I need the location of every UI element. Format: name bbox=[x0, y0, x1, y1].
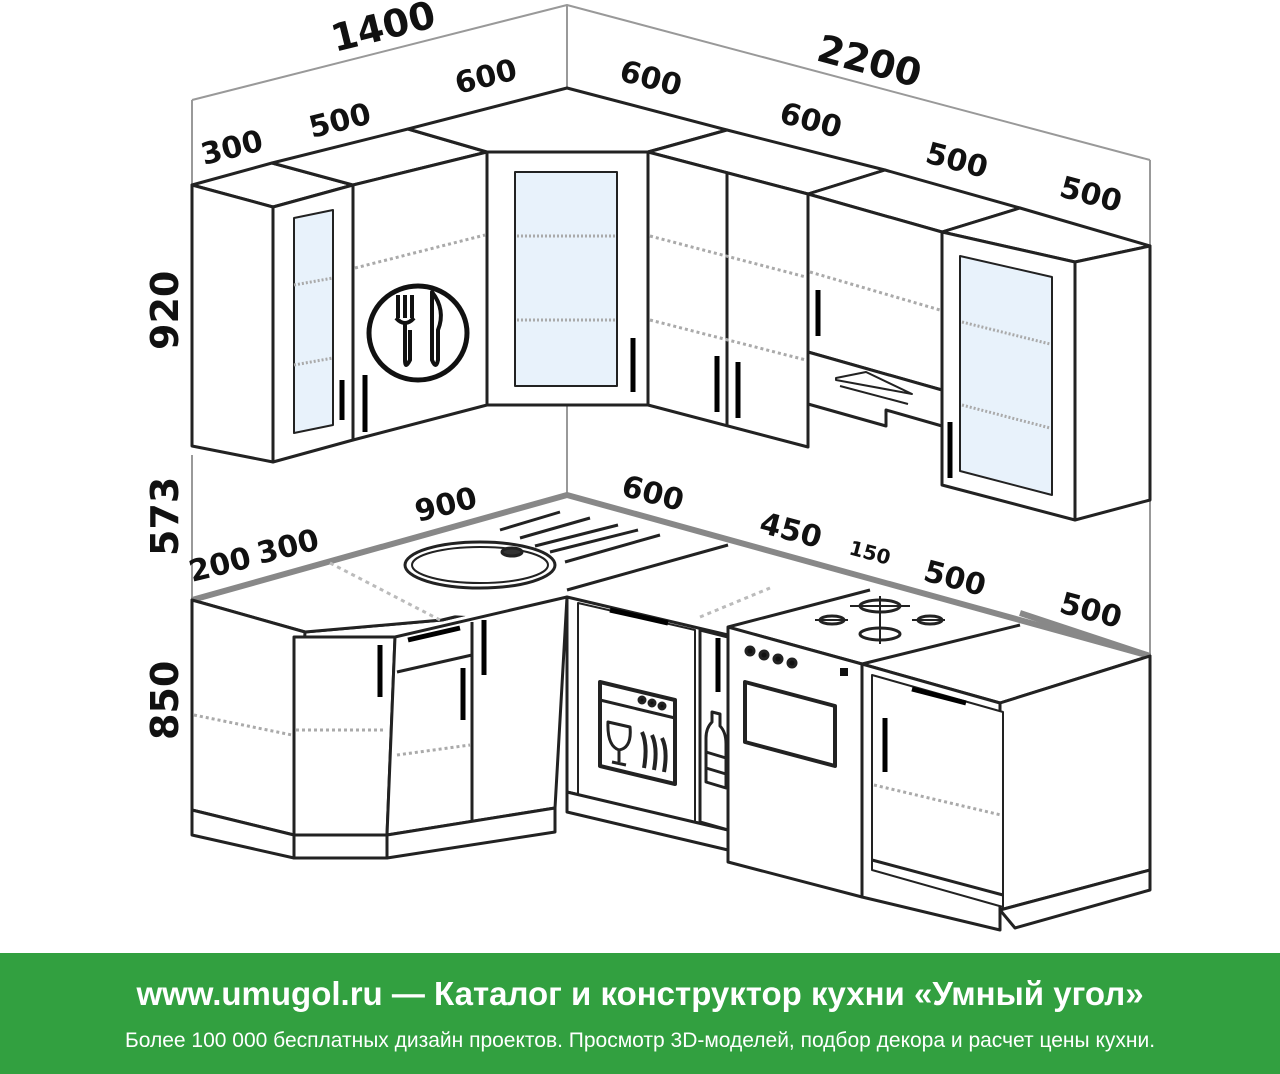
dim-height-573: 573 bbox=[143, 477, 187, 556]
stove bbox=[726, 625, 864, 899]
base-cabinet-corner bbox=[292, 635, 397, 860]
base-cabinet-bottle bbox=[698, 628, 730, 832]
upper-cabinet-500-glass bbox=[940, 230, 1152, 522]
wall-outline bbox=[191, 4, 1151, 660]
upper-cabinet-tops bbox=[190, 86, 1152, 264]
base-cabinet-sink bbox=[385, 595, 569, 860]
plinth bbox=[292, 833, 389, 860]
bottle-icon bbox=[704, 710, 728, 790]
upper-cabinet-600 bbox=[646, 150, 810, 449]
upper-cabinet-hood bbox=[806, 192, 944, 428]
banner-separator: — bbox=[382, 975, 435, 1012]
promo-banner: www.umugol.ru — Каталог и конструктор ку… bbox=[0, 953, 1280, 1074]
upper-cabinet-500 bbox=[351, 150, 489, 442]
dim-height-920: 920 bbox=[143, 271, 187, 350]
drainboard bbox=[499, 510, 661, 564]
banner-title-row: www.umugol.ru — Каталог и конструктор ку… bbox=[0, 975, 1280, 1013]
dim-upper-corner-left-600: 600 bbox=[451, 53, 520, 102]
banner-subtitle: Более 100 000 бесплатных дизайн проектов… bbox=[124, 1029, 1156, 1052]
drawer-handle bbox=[609, 607, 669, 626]
glass-panel bbox=[959, 255, 1053, 496]
oven-door bbox=[743, 680, 837, 768]
cooktop bbox=[815, 596, 945, 644]
banner-title: Каталог и конструктор кухни «Умный угол» bbox=[434, 975, 1144, 1012]
dim-upper-corner-right-600: 600 bbox=[616, 54, 686, 104]
site-link[interactable]: www.umugol.ru bbox=[136, 975, 383, 1012]
upper-corner-cabinet bbox=[485, 150, 650, 407]
drawer-handle bbox=[407, 625, 461, 643]
dim-upper-300: 300 bbox=[197, 124, 266, 173]
base-cabinet-left-side bbox=[190, 598, 307, 860]
glass-panel bbox=[293, 209, 334, 434]
base-cabinet-500 bbox=[860, 654, 1152, 932]
glass-panel bbox=[514, 171, 618, 387]
dim-upper-500-end: 500 bbox=[1056, 170, 1126, 220]
dishwasher-icon bbox=[598, 680, 677, 786]
plinth bbox=[998, 868, 1152, 930]
kitchen-diagram: 1400 2200 300 500 600 600 600 500 500 20… bbox=[143, 0, 1152, 932]
dim-height-850: 850 bbox=[143, 661, 187, 740]
base-cabinet-dishwasher bbox=[565, 595, 730, 852]
upper-cabinet-300-glass bbox=[190, 183, 355, 464]
dim-counter-150: 150 bbox=[847, 536, 894, 570]
sink bbox=[403, 510, 661, 590]
dim-upper-500-hood: 500 bbox=[922, 136, 992, 186]
drawer-handle bbox=[911, 686, 967, 706]
dim-upper-600: 600 bbox=[776, 96, 846, 146]
plinth bbox=[385, 806, 557, 860]
hood-vent-icon bbox=[835, 371, 913, 405]
cutlery-icon bbox=[366, 283, 470, 383]
